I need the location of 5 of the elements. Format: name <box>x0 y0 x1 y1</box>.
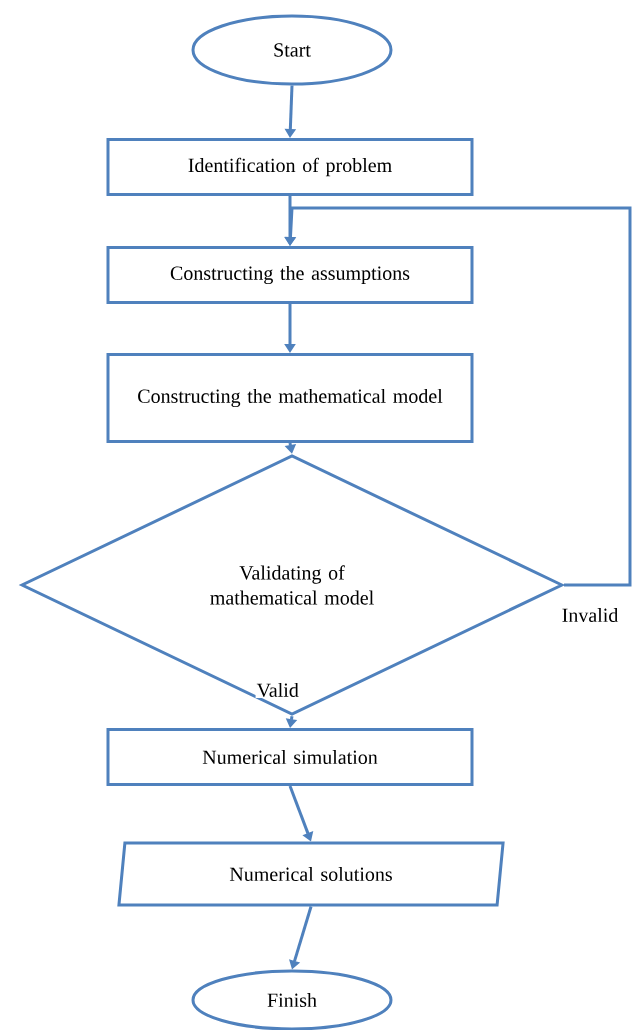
process-box: Identification of problem <box>106 138 474 196</box>
data-parallelogram: Numerical solutions <box>117 841 505 907</box>
process-box: Constructing the assumptions <box>106 246 474 304</box>
process-box: Constructing the mathematical model <box>106 353 474 443</box>
process-box: Numerical simulation <box>106 728 474 786</box>
